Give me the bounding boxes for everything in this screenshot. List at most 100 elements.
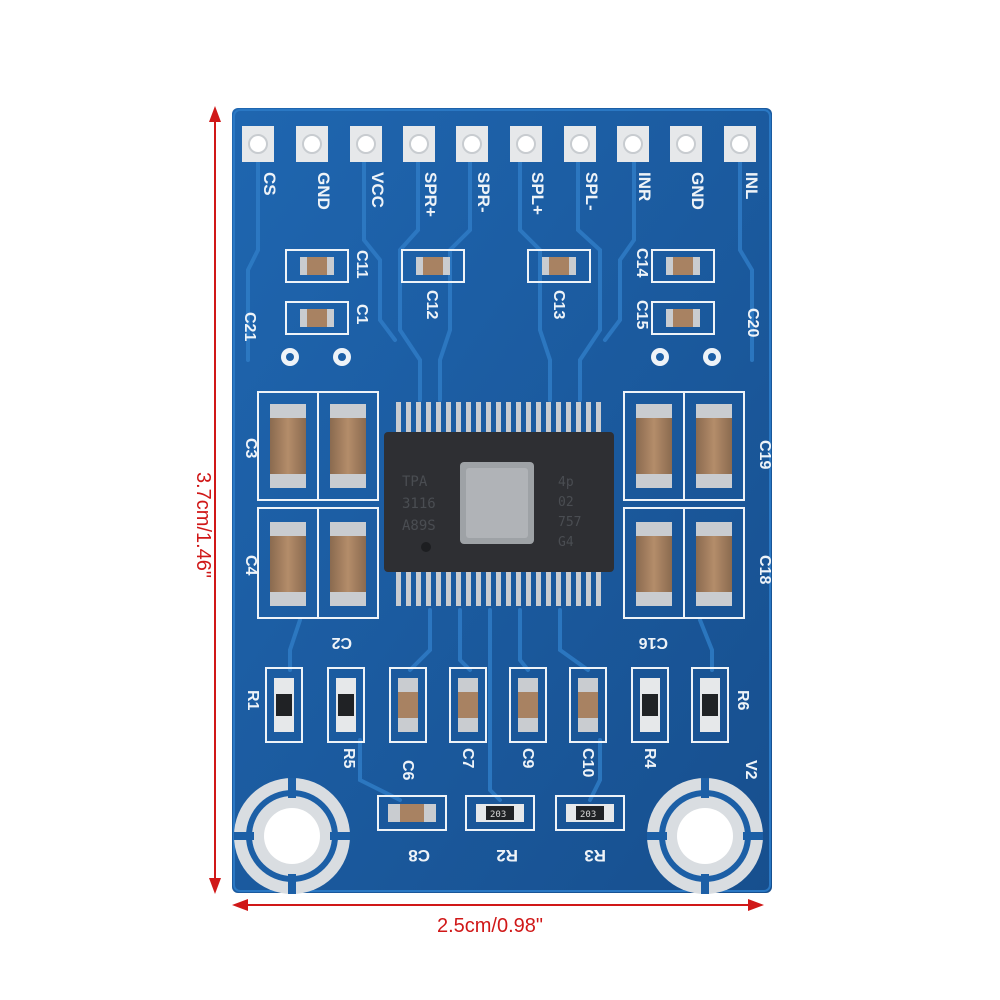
large-cap-labels: C3 C4 C2 C16 C19 C18 [242,438,773,651]
pin-label-2: GND [314,172,333,210]
chip-marking-left-3: A89S [402,518,436,534]
capacitor-c4 [270,522,306,606]
label-r1: R1 [244,690,261,711]
capacitor-c8 [377,795,447,831]
label-r2: R2 [496,846,518,865]
width-label: 2.5cm/0.98" [437,915,543,937]
resistor-r3: 203 [555,795,625,831]
label-r5: R5 [340,748,357,769]
top-capacitors [285,249,715,335]
bottom-horizontal-labels: C8 R2 R3 [408,846,606,865]
label-c13: C13 [550,290,567,319]
capacitor-c17 [636,404,672,488]
label-c21: C21 [241,312,258,341]
resistor-r6 [691,667,729,743]
pin-label-7: SPL- [582,172,601,211]
capacitor-c1 [285,301,349,335]
capacitor-c9 [509,667,547,743]
label-c9: C9 [519,748,536,769]
label-c19: C19 [756,440,773,469]
pin-label-5: SPR- [474,172,493,213]
capacitor-c14 [651,249,715,283]
label-c1: C1 [353,304,370,325]
label-v2: V2 [742,760,759,780]
resistor-r1 [265,667,303,743]
resistor-r4 [631,667,669,743]
chip-marking-right-2: 02 [558,495,574,510]
label-c8: C8 [408,846,430,865]
pin-pad-8 [617,126,649,162]
capacitor-c15 [651,301,715,335]
pin-pad-6 [510,126,542,162]
chip-pins-top [396,402,601,436]
label-c15: C15 [633,300,650,329]
capacitor-c0 [330,404,366,488]
capacitor-c12 [401,249,465,283]
pin-label-6: SPL+ [528,172,547,215]
capacitor-c13 [527,249,591,283]
pin-pad-2 [296,126,328,162]
vias [281,348,721,366]
chip-marking-left-2: 3116 [402,496,436,512]
label-c2: C2 [331,634,352,651]
label-c20: C20 [744,308,761,337]
code-r3: 203 [580,810,596,820]
capacitor-c11 [285,249,349,283]
label-c11: C11 [353,250,370,279]
label-c14: C14 [633,248,650,277]
pin-pad-1 [242,126,274,162]
label-c18: C18 [756,555,773,584]
height-dimension: 3.7cm/1.46" [192,106,221,894]
pin-label-4: SPR+ [421,172,440,217]
height-label: 3.7cm/1.46" [192,472,214,578]
chip-marking-right-3: 757 [558,515,581,530]
bottom-component-row [265,667,729,743]
label-r3: R3 [584,846,606,865]
capacitor-c16 [636,522,672,606]
chip-pins-bottom [396,570,601,606]
capacitor-c2 [330,522,366,606]
capacitor-c19 [696,404,732,488]
capacitor-c7 [449,667,487,743]
capacitor-c10 [569,667,607,743]
capacitor-c6 [389,667,427,743]
label-c3: C3 [242,438,259,459]
pin-label-8: INR [635,172,654,201]
pin-pad-3 [350,126,382,162]
pin-header [242,126,756,162]
pin-label-10: INL [742,172,761,199]
chip-marking-right-4: G4 [558,535,574,550]
bottom-row-labels: R1 R5 C6 C7 C9 C10 R4 R6 V2 [244,690,759,781]
amplifier-chip: TPA 3116 A89S 4p 02 757 G4 [384,402,614,606]
capacitor-c3 [270,404,306,488]
pin-pad-10 [724,126,756,162]
pin-pad-5 [456,126,488,162]
large-capacitors [257,391,745,619]
pcb-traces [246,158,754,802]
label-r4: R4 [641,748,658,769]
bottom-horizontal-components: 203 203 [377,795,625,831]
resistor-r2: 203 [465,795,535,831]
label-c4: C4 [242,555,259,576]
pin-labels: CS GND VCC SPR+ SPR- SPL+ SPL- INR GND I… [260,172,761,217]
pin-label-1: CS [260,172,279,196]
label-c16: C16 [639,634,668,651]
mounting-hole-right [647,778,763,894]
label-c10: C10 [579,748,596,777]
pin-label-3: VCC [368,172,387,208]
pin-pad-7 [564,126,596,162]
mounting-hole-left [234,778,350,894]
top-silk-labels: C11 C1 C12 C13 C14 C15 C21 C20 [241,248,761,341]
width-dimension: 2.5cm/0.98" [232,899,764,937]
label-r6: R6 [734,690,751,711]
pin-label-9: GND [688,172,707,210]
resistor-r5 [327,667,365,743]
cap-bodies [270,404,732,606]
chip-marking-left-1: TPA [402,474,428,490]
code-r2: 203 [490,810,506,820]
pin-pad-9 [670,126,702,162]
label-c6: C6 [399,760,416,781]
pin-pad-4 [403,126,435,162]
label-c12: C12 [423,290,440,319]
